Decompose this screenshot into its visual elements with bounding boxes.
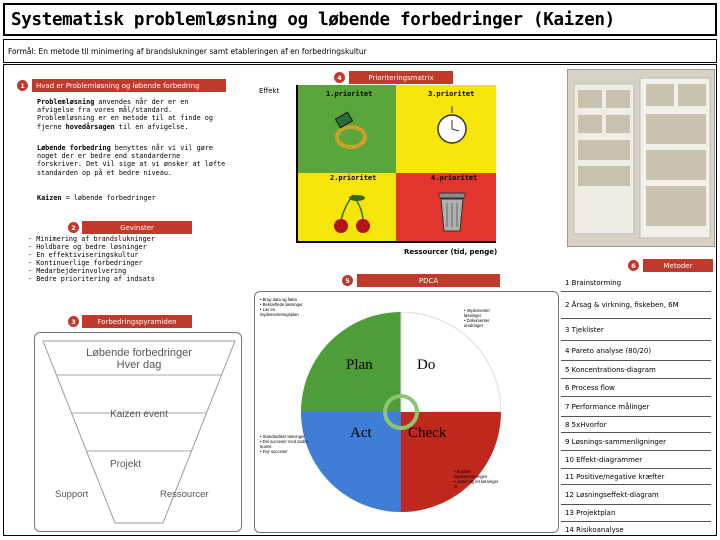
section-5-badge: 5 bbox=[342, 275, 353, 286]
purpose-line: Formål: En metode til minimering af bran… bbox=[3, 39, 717, 63]
benefit-item: Holdbare og bedre løsninger bbox=[36, 243, 226, 251]
method-item: 4 Pareto analyse (80/20) bbox=[561, 341, 711, 361]
pyramid-level-2: Kaizen event bbox=[110, 409, 168, 420]
intro-p1: Problemløsning anvendes når der er en af… bbox=[37, 98, 213, 131]
matrix-q3-label: 3.prioritet bbox=[428, 90, 475, 98]
method-item: 9 Løsnings-sammenligninger bbox=[561, 433, 711, 451]
benefit-item: Bedre prioritering af indsats bbox=[36, 275, 226, 283]
section-5-label: PDCA bbox=[357, 274, 500, 287]
benefit-item: Medarbejderinvolvering bbox=[36, 267, 226, 275]
method-item: 10 Effekt-diagrammer bbox=[561, 451, 711, 469]
section-6-label: Metoder bbox=[643, 259, 713, 272]
pyramid-level-3: Projekt bbox=[110, 459, 142, 470]
section-3-badge: 3 bbox=[68, 316, 79, 327]
benefit-item: Minimering af brandslukninger bbox=[36, 235, 226, 243]
pyramid-support: Support bbox=[55, 489, 89, 500]
pdca-frame bbox=[254, 291, 559, 533]
method-item: 6 Process flow bbox=[561, 379, 711, 397]
matrix-axes bbox=[296, 85, 496, 243]
section-6-badge: 6 bbox=[628, 260, 639, 271]
section-4-badge: 4 bbox=[334, 72, 345, 83]
method-item: 7 Performance målinger bbox=[561, 397, 711, 417]
method-item: 13 Projektplan bbox=[561, 505, 711, 522]
pdca-plan-note: • Brug data og fakta• Bekræftede løsning… bbox=[260, 297, 303, 317]
ring-icon bbox=[334, 111, 367, 149]
method-item: 1 Brainstorming bbox=[561, 275, 711, 292]
matrix-q4-label: 4.prioritet bbox=[431, 174, 478, 182]
pdca-do: Do bbox=[417, 357, 436, 373]
section-2-badge: 2 bbox=[68, 222, 79, 233]
matrix-q1-label: 1.prioritet bbox=[326, 90, 373, 98]
method-item: 12 Løsningseffekt-diagram bbox=[561, 485, 711, 505]
method-item: 2 Årsag & virkning, fiskeben, 6M bbox=[561, 292, 711, 319]
pdca-act-note: • Standardiser løsninger• Del succeser m… bbox=[260, 434, 309, 454]
section-1-badge: 1 bbox=[17, 80, 28, 91]
method-item: 5 Koncentrations-diagram bbox=[561, 361, 711, 379]
pdca-check: Check bbox=[408, 425, 447, 441]
section-4-label: Prioriteringsmatrix bbox=[349, 71, 453, 84]
matrix-y-label: Effekt bbox=[259, 87, 280, 95]
main-panel: 1 Hvad er Problemløsning og løbende forb… bbox=[3, 64, 717, 536]
page-title: Systematisk problemløsning og løbende fo… bbox=[11, 9, 615, 30]
trash-can-icon bbox=[438, 192, 466, 232]
clock-icon bbox=[437, 106, 467, 144]
section-3-label: Forbedringspyramiden bbox=[82, 315, 192, 328]
matrix-x-label: Ressourcer (tid, penge) bbox=[404, 248, 498, 256]
method-item: 3 Tjeklister bbox=[561, 319, 711, 341]
method-item: 8 5xHvorfor bbox=[561, 417, 711, 433]
board-photo bbox=[567, 69, 715, 247]
cherries-icon bbox=[334, 194, 370, 233]
matrix-q2-label: 2.prioritet bbox=[330, 174, 377, 182]
pyramid-ressourcer: Ressourcer bbox=[160, 489, 209, 500]
section-1-label: Hvad er Problemløsning og løbende forbed… bbox=[32, 79, 226, 92]
section-2-label: Gevinster bbox=[82, 221, 192, 234]
pdca-plan: Plan bbox=[346, 357, 373, 373]
intro-p3: Kaizen = løbende forbedringer bbox=[37, 194, 156, 202]
intro-p2: Løbende forbedring benyttes når vi vil g… bbox=[37, 144, 226, 177]
method-item: 11 Positive/negative kræfter bbox=[561, 469, 711, 485]
title-bar: Systematisk problemløsning og løbende fo… bbox=[3, 3, 717, 36]
pdca-wheel bbox=[301, 312, 501, 512]
method-item: 14 Risikoanalyse bbox=[565, 525, 624, 534]
pyramid-graphic bbox=[42, 340, 236, 524]
benefits-list: Minimering af brandslukninger Holdbare o… bbox=[26, 235, 226, 284]
pdca-act: Act bbox=[350, 425, 372, 441]
benefit-item: Kontinuerlige forbedringer bbox=[36, 259, 226, 267]
benefit-item: En effektiviseringskultur bbox=[36, 251, 226, 259]
